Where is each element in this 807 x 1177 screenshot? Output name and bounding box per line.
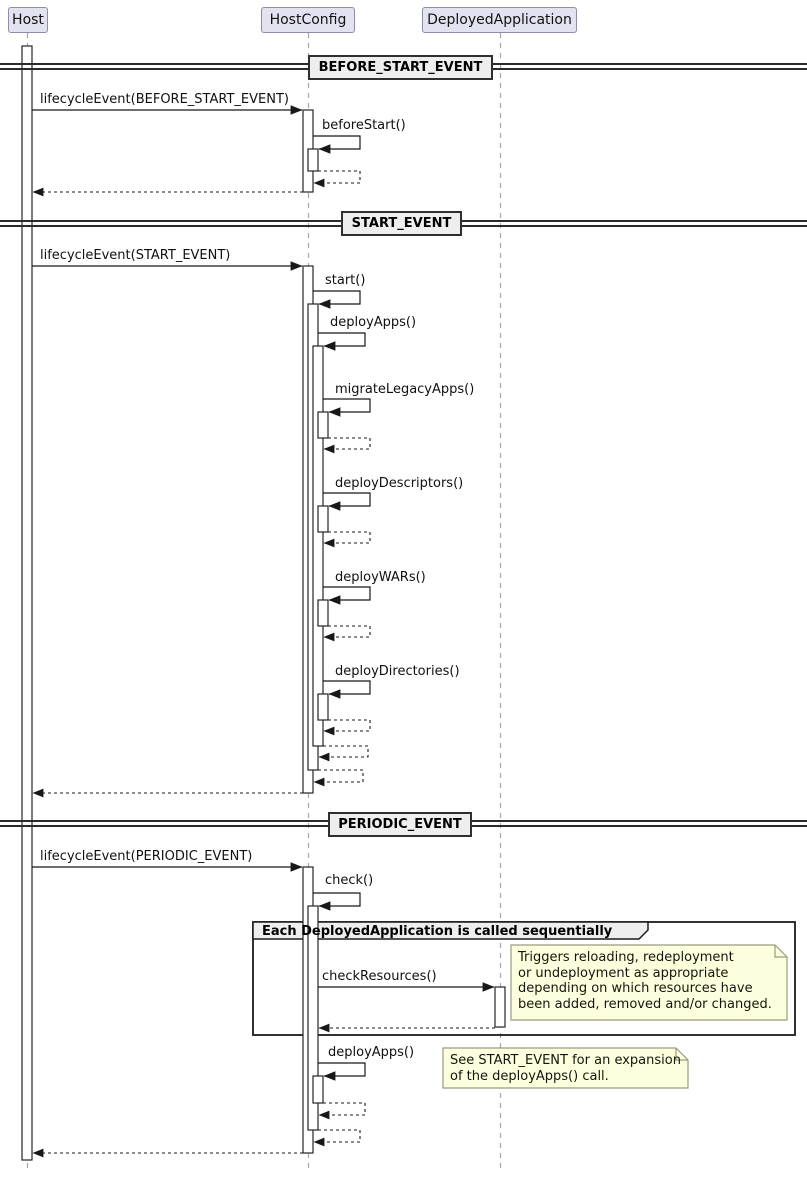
activation-migratelegacyapps bbox=[317, 411, 329, 439]
message-label-start: start() bbox=[325, 273, 366, 288]
participant-deployedapplication: DeployedApplication bbox=[422, 7, 577, 33]
note-checkresources-fold bbox=[774, 945, 787, 958]
divider-before-start-event-label: BEFORE_START_EVENT bbox=[318, 60, 483, 75]
activation-deploydirectories bbox=[317, 693, 329, 721]
activation-deploywars bbox=[317, 599, 329, 627]
message-label-lifecycle-before: lifecycleEvent(BEFORE_START_EVENT) bbox=[40, 92, 289, 107]
arrow-migratelegacyapps bbox=[323, 398, 371, 417]
activation-bars bbox=[302, 109, 506, 1154]
message-label-lifecycle-periodic: lifecycleEvent(PERIODIC_EVENT) bbox=[40, 849, 253, 864]
call-arrows bbox=[32, 105, 495, 1081]
activation-checkresources bbox=[494, 986, 506, 1028]
notes bbox=[442, 944, 788, 1089]
message-label-check: check() bbox=[325, 873, 374, 888]
activation-deployapps bbox=[312, 345, 324, 747]
message-label-beforestart: beforeStart() bbox=[322, 118, 406, 133]
group-header-tab bbox=[252, 921, 649, 940]
return-deploydescriptors bbox=[323, 531, 371, 548]
divider-periodic-event: PERIODIC_EVENT bbox=[328, 812, 472, 837]
note-line: depending on which resources have bbox=[518, 981, 753, 997]
divider-start-event-label: START_EVENT bbox=[351, 216, 452, 231]
activation-bar-host bbox=[21, 45, 33, 1161]
message-label-deployapps-periodic: deployApps() bbox=[328, 1045, 415, 1060]
divider-lines bbox=[0, 63, 807, 827]
activation-deployapps-periodic bbox=[312, 1075, 324, 1104]
arrow-deployapps-periodic bbox=[318, 1062, 366, 1081]
arrow-deployapps bbox=[318, 332, 366, 351]
return-check bbox=[313, 1129, 361, 1147]
note-deployapps-text: See START_EVENT for an expansion of the … bbox=[450, 1053, 682, 1084]
activation-deploydescriptors bbox=[317, 505, 329, 533]
return-deployapps-periodic bbox=[318, 1102, 366, 1120]
arrow-deploywars bbox=[323, 586, 371, 605]
return-start bbox=[313, 769, 364, 787]
participant-hostconfig: HostConfig bbox=[261, 7, 355, 33]
arrow-beforestart bbox=[313, 135, 361, 154]
return-deployapps bbox=[318, 745, 369, 762]
note-line: of the deployApps() call. bbox=[450, 1068, 609, 1084]
activation-check bbox=[307, 905, 319, 1131]
return-migratelegacyapps bbox=[323, 437, 371, 454]
lifelines bbox=[26, 33, 502, 1171]
message-label-deploydirectories: deployDirectories() bbox=[335, 664, 460, 679]
message-label-checkresources: checkResources() bbox=[322, 969, 437, 984]
note-checkresources-shape bbox=[510, 944, 788, 1021]
return-arrows bbox=[32, 170, 495, 1158]
note-line: or undeployment as appropriate bbox=[518, 965, 729, 981]
group-frame bbox=[252, 921, 796, 1036]
message-label-deploydescriptors: deployDescriptors() bbox=[335, 476, 464, 491]
return-beforestart bbox=[313, 170, 361, 188]
arrow-start bbox=[313, 290, 361, 309]
divider-periodic-event-label: PERIODIC_EVENT bbox=[338, 817, 462, 832]
note-deployapps-fold bbox=[675, 1048, 688, 1061]
participant-host: Host bbox=[8, 7, 48, 33]
note-line: See START_EVENT for an expansion bbox=[450, 1053, 681, 1068]
note-line: been added, removed and/or changed. bbox=[518, 997, 772, 1013]
note-deployapps-shape bbox=[442, 1047, 689, 1089]
message-label-deploywars: deployWARs() bbox=[335, 570, 426, 585]
message-label-lifecycle-start: lifecycleEvent(START_EVENT) bbox=[40, 248, 231, 263]
group-header-label: Each DeployedApplication is called seque… bbox=[262, 924, 613, 939]
divider-before-start-event: BEFORE_START_EVENT bbox=[308, 55, 493, 80]
return-deploywars bbox=[323, 625, 371, 642]
return-deploydirectories bbox=[323, 719, 371, 736]
arrow-check bbox=[313, 892, 361, 911]
arrow-deploydirectories bbox=[323, 680, 371, 699]
message-label-deployapps: deployApps() bbox=[330, 315, 417, 330]
arrow-deploydescriptors bbox=[323, 492, 371, 511]
participant-hostconfig-label: HostConfig bbox=[269, 12, 347, 28]
note-line: Triggers reloading, redeployment bbox=[518, 950, 734, 965]
divider-start-event: START_EVENT bbox=[341, 211, 462, 236]
note-checkresources-text: Triggers reloading, redeployment or unde… bbox=[518, 950, 782, 1013]
message-label-migratelegacyapps: migrateLegacyApps() bbox=[335, 382, 475, 397]
activation-beforestart bbox=[307, 148, 319, 172]
participant-deployedapplication-label: DeployedApplication bbox=[427, 12, 572, 28]
participant-host-label: Host bbox=[12, 12, 44, 28]
